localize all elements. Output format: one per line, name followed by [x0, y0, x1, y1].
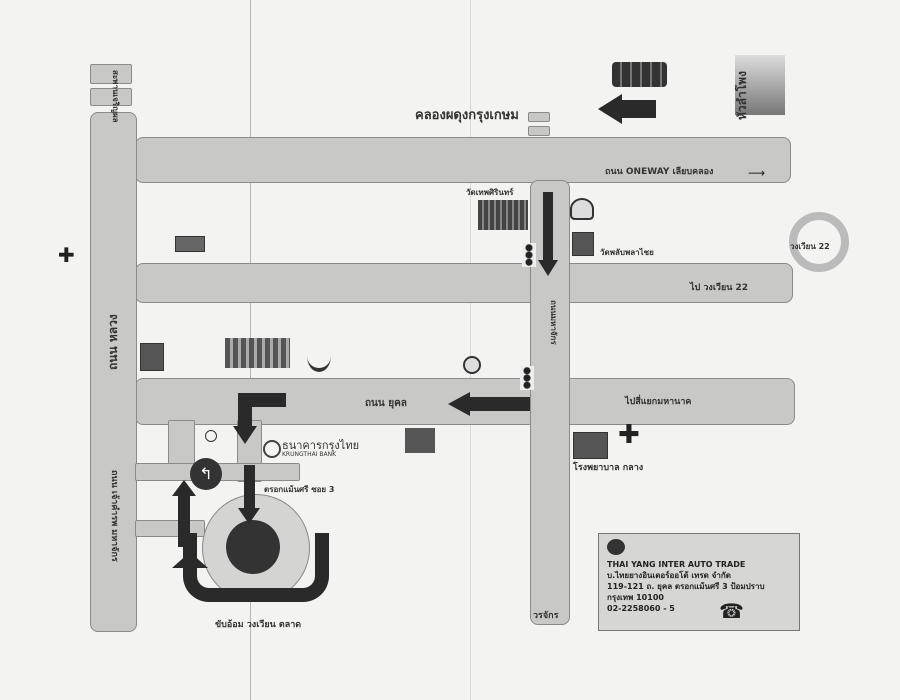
route-arrow — [244, 465, 255, 510]
traffic-light-icon — [522, 243, 536, 267]
company-logo-icon — [607, 539, 625, 555]
roundabout-center — [226, 520, 280, 574]
direction-arrow-south — [543, 192, 553, 262]
arrow-head — [598, 94, 622, 124]
canal-label: คลองผดุงกรุงเกษม — [415, 108, 519, 123]
road-label-oneway: ถนน ONEWAY เลียบคลอง — [605, 167, 714, 177]
u-turn-icon: ↰ — [190, 458, 222, 490]
bridge-box — [90, 88, 132, 106]
krungthai-logo-icon — [263, 440, 281, 458]
bank-label: ธนาคารกรุงไทย — [282, 439, 360, 452]
arrow-right-icon: ⟶ — [748, 166, 766, 180]
hospital-image — [573, 432, 608, 459]
shell-station-icon — [570, 198, 594, 220]
hospital-cross-icon: ✚ — [58, 243, 75, 267]
building-icon — [175, 236, 205, 252]
direction-arrow-west — [470, 397, 530, 411]
road-left-main — [90, 112, 137, 632]
side-street — [168, 420, 195, 470]
company-name-th: บ.ไทยยางอินเตอร์ออโต้ เทรด จำกัด — [607, 571, 731, 580]
shell-station-icon — [463, 356, 481, 374]
road-to-circle22 — [135, 263, 793, 303]
road-label-soi3: ตรอกแม้นศรี ซอย 3 — [264, 485, 335, 494]
bank-label-en: KRUNGTHAI BANK — [282, 451, 337, 458]
traffic-light-icon — [520, 366, 534, 390]
arrow-head — [172, 480, 196, 496]
hospital-label: โรงพยาบาล กลาง — [573, 463, 644, 473]
hospital-cross-icon: ✚ — [618, 420, 640, 450]
scan-line — [470, 0, 471, 700]
shop-image — [405, 428, 435, 453]
company-city: กรุงเทพ 10100 — [607, 593, 664, 602]
roundabout-label: ขับอ้อม วงเวียน ตลาด — [215, 620, 302, 630]
road-label-left-top: สะพานเจริญผล — [111, 70, 120, 123]
bridge-box — [528, 112, 550, 122]
road-label-right: ไปสี่แยกมหานาค — [625, 397, 692, 407]
school-image — [225, 338, 290, 368]
arrow-head — [538, 260, 558, 276]
temple-image — [478, 200, 528, 230]
bridge-box — [90, 64, 132, 84]
station-label: หัวลำโพง — [735, 71, 749, 120]
road-label-yukhon: ถนน ยุคล — [365, 398, 407, 409]
road-oneway — [135, 137, 791, 183]
road-label-left-bottom: ถนน เจ้าคำรพ มหาจักร — [109, 470, 119, 562]
circle22-label: วงเวียน 22 — [790, 242, 830, 251]
route-arrow — [238, 393, 252, 428]
telephone-icon: ☎ — [719, 599, 744, 623]
direction-arrow-west — [620, 100, 656, 118]
arrow-head — [448, 392, 470, 416]
train-icon — [612, 62, 667, 87]
road-label-vertical-bottom: วรจักร — [533, 611, 559, 621]
temple2-label: วัดพลับพลาไชย — [600, 248, 654, 257]
route-arrow — [178, 495, 190, 547]
bank-small-icon — [205, 430, 217, 442]
road-label-vertical-main: ถนนมหาจักร — [549, 300, 558, 345]
company-info-box: THAI YANG INTER AUTO TRADE บ.ไทยยางอินเต… — [598, 533, 800, 631]
arrow-head — [172, 552, 208, 568]
circle22-ring — [789, 212, 849, 272]
road-label-circle22: ไป วงเวียน 22 — [690, 283, 749, 293]
emblem-icon — [307, 340, 331, 372]
company-phone: 02-2258060 - 5 — [607, 604, 675, 613]
temple2-image — [572, 232, 594, 256]
arrow-head — [233, 426, 257, 444]
road-label-left-main: ถนน หลวง — [106, 314, 120, 370]
company-name-en: THAI YANG INTER AUTO TRADE — [607, 560, 746, 569]
arrow-head — [238, 508, 260, 524]
bridge-box — [528, 126, 550, 136]
temple1-label: วัดเทพศิรินทร์ — [466, 188, 514, 197]
bank-logo-icon — [140, 343, 164, 371]
company-address: 119-121 ถ. ยุคล ตรอกแม้นศรี 3 ป้อมปราบ — [607, 582, 765, 591]
station-image — [735, 55, 785, 115]
